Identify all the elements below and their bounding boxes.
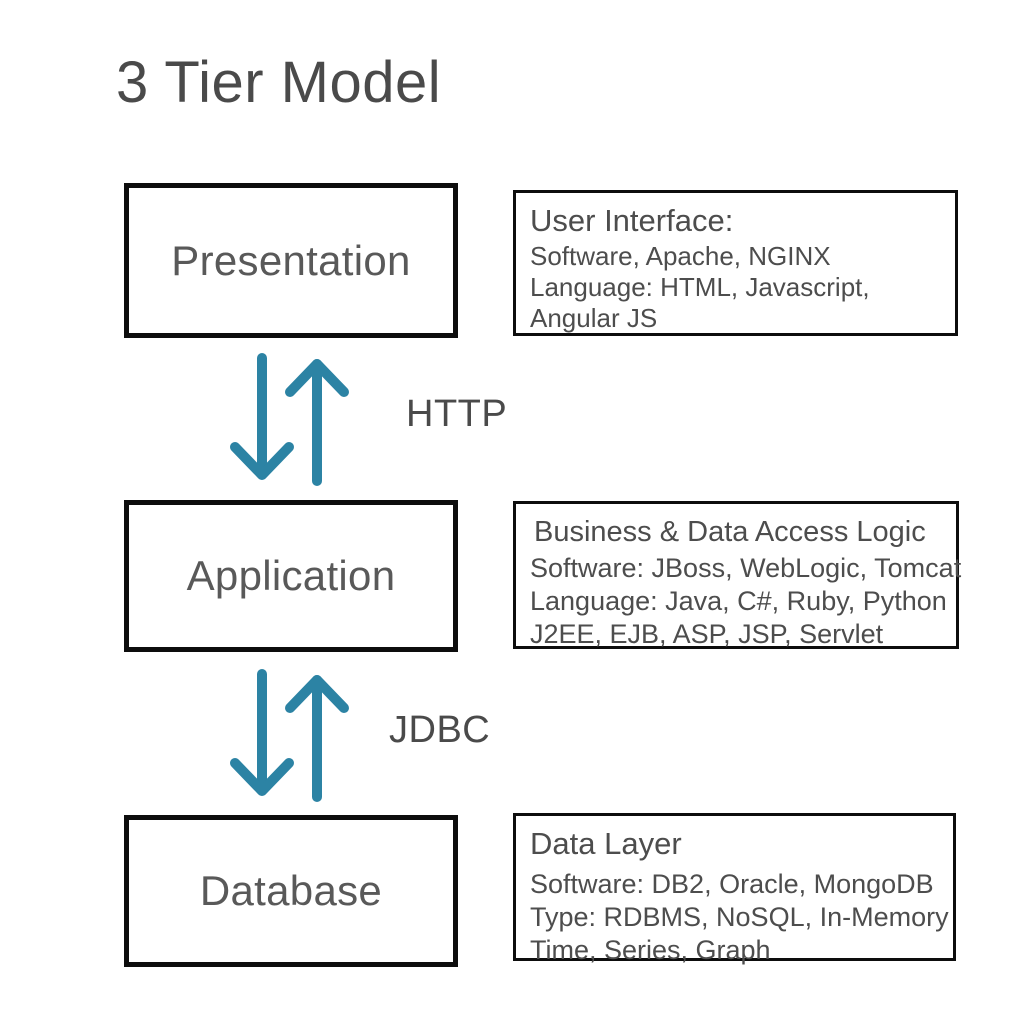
- info-line: Angular JS: [530, 303, 658, 333]
- info-box-business-data-access-logic: Business & Data Access Logic Software: J…: [513, 501, 962, 651]
- info-heading-business-data-access-logic: Business & Data Access Logic: [534, 516, 926, 548]
- tier-label-application: Application: [186, 552, 396, 599]
- arrow-down-head: [230, 442, 294, 480]
- info-line: Language: HTML, Javascript,: [530, 272, 870, 302]
- info-line: Type: RDBMS, NoSQL, In-Memory: [530, 902, 949, 932]
- info-heading-user-interface: User Interface:: [530, 203, 734, 238]
- bidirectional-arrows-icon: [230, 669, 349, 802]
- arrow-up-head: [285, 675, 349, 713]
- info-box-user-interface: User Interface: Software, Apache, NGINX …: [513, 190, 958, 336]
- bidirectional-arrows-icon: [230, 353, 349, 486]
- info-line: Software: DB2, Oracle, MongoDB: [530, 869, 934, 899]
- info-lines-user-interface: Software, Apache, NGINX Language: HTML, …: [530, 241, 955, 334]
- tier-label-database: Database: [199, 867, 383, 914]
- connector-label-http: HTTP: [406, 393, 508, 435]
- connector-jdbc-arrows: [225, 663, 355, 808]
- arrow-up-head: [285, 359, 349, 397]
- tier-label-presentation: Presentation: [171, 236, 411, 284]
- connector-http-arrows: [225, 347, 355, 492]
- info-lines-business-data-access-logic: Software: JBoss, WebLogic, Tomcat Langua…: [530, 552, 962, 651]
- info-heading-data-layer: Data Layer: [530, 826, 682, 861]
- tier-box-application: Application: [124, 500, 458, 652]
- info-line: J2EE, EJB, ASP, JSP, Servlet: [530, 619, 884, 649]
- arrow-down-head: [230, 758, 294, 796]
- tier-box-presentation: Presentation: [124, 183, 458, 338]
- info-box-data-layer: Data Layer Software: DB2, Oracle, MongoD…: [513, 813, 956, 965]
- info-line: Software: JBoss, WebLogic, Tomcat: [530, 553, 962, 583]
- info-line: Software, Apache, NGINX: [530, 241, 831, 271]
- tier-box-database: Database: [124, 815, 458, 967]
- info-lines-data-layer: Software: DB2, Oracle, MongoDB Type: RDB…: [530, 868, 953, 967]
- page-title: 3 Tier Model: [116, 50, 442, 115]
- info-line: Time, Series, Graph: [530, 935, 771, 965]
- info-line: Language: Java, C#, Ruby, Python: [530, 586, 947, 616]
- connector-label-jdbc: JDBC: [389, 709, 491, 751]
